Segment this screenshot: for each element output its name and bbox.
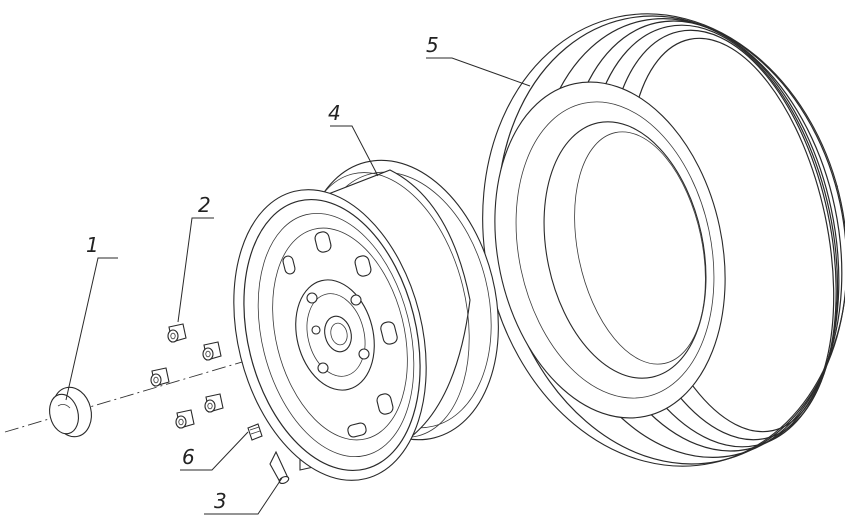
callout-3: 3 — [214, 489, 227, 513]
callout-2: 2 — [198, 193, 211, 217]
lug-nut — [202, 341, 222, 361]
callout-leaders — [65, 57, 531, 515]
wheel-rim — [233, 159, 499, 481]
lug-nut — [175, 409, 195, 429]
lug-nuts — [150, 323, 224, 429]
hub-cap — [49, 386, 92, 438]
callout-5: 5 — [426, 33, 439, 57]
rim-vent-holes — [282, 231, 398, 438]
valve-core — [247, 423, 263, 441]
callout-1: 1 — [86, 233, 99, 257]
callout-4: 4 — [328, 101, 341, 125]
lug-nut — [167, 323, 187, 343]
lug-nut — [204, 393, 224, 413]
lug-nut — [150, 367, 170, 387]
tire — [482, 13, 845, 467]
valve-cap — [269, 450, 290, 484]
callout-6: 6 — [182, 445, 195, 469]
stud-holes — [306, 292, 370, 374]
